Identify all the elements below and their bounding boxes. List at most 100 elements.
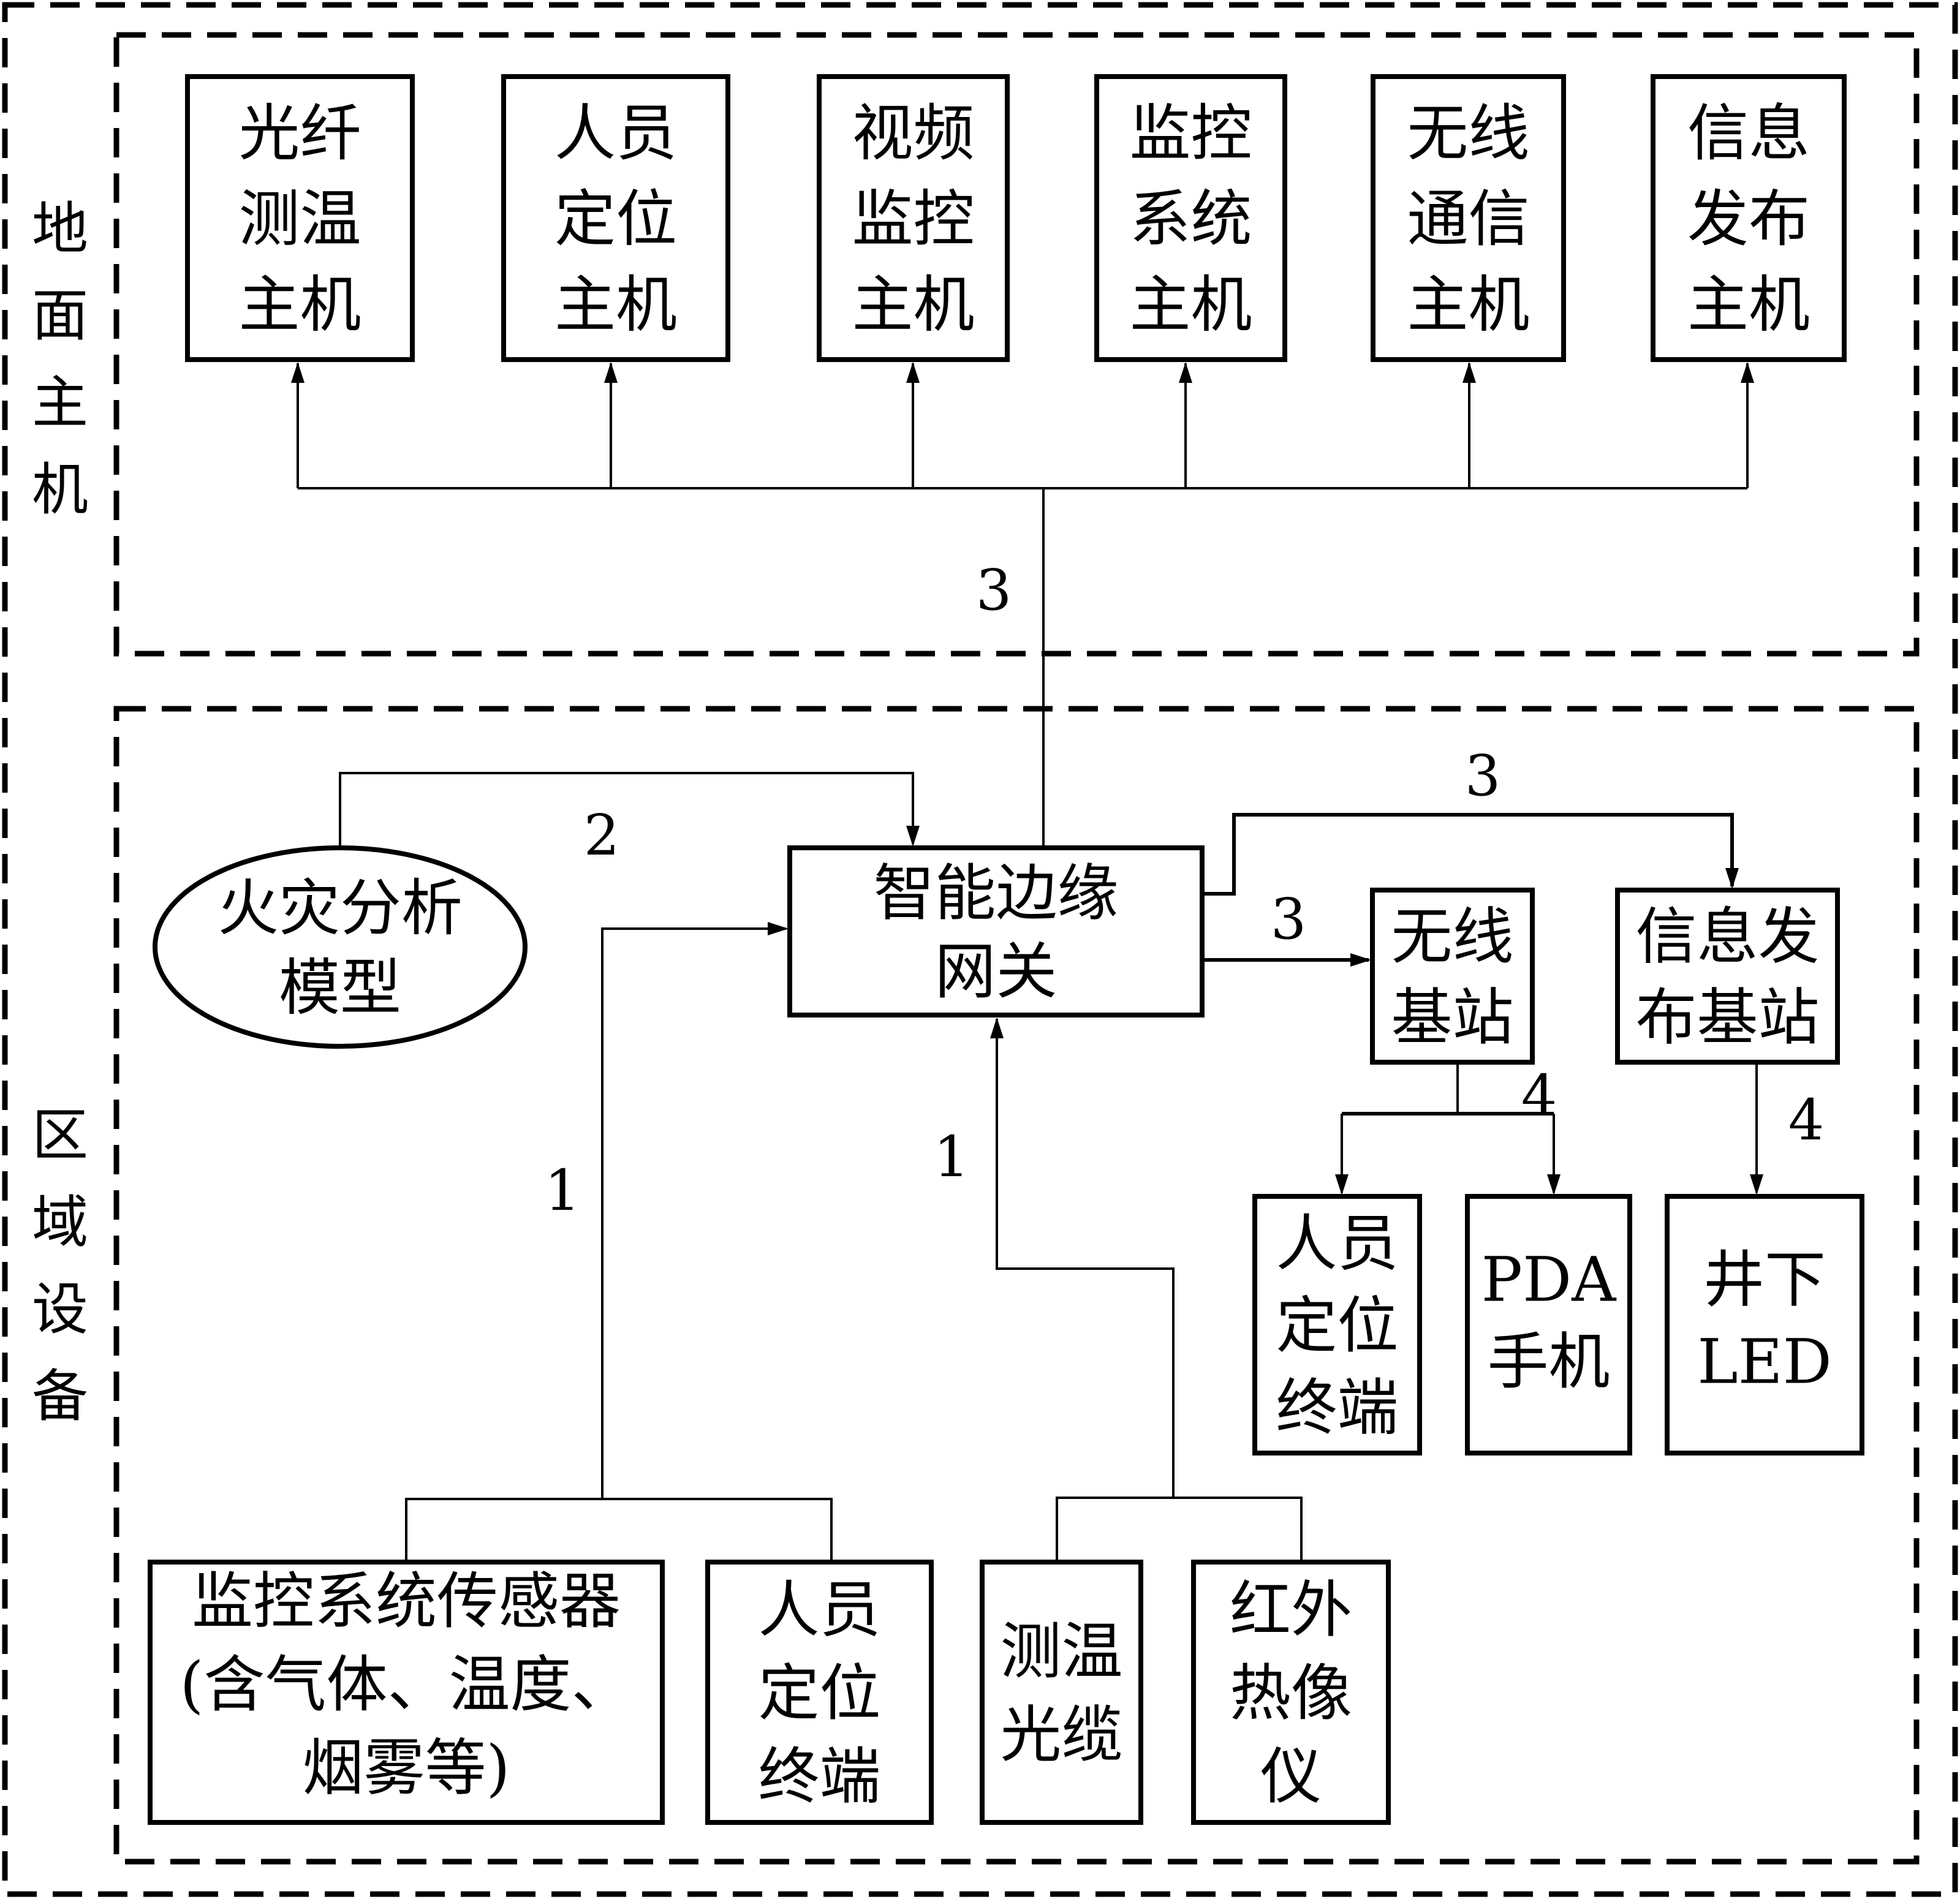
host-fiber-temp-host-label-line: 测温 [239,183,361,255]
nodes: 光纤测温主机人员定位主机视频监控主机监控系统主机无线通信主机信息发布主机火灾分析… [148,74,1864,1825]
arrow-up-icon [1462,362,1476,383]
sensor-infrared-camera-label-line: 热像 [1230,1658,1352,1729]
info-publishing-base-station-shape [1615,888,1840,1065]
terminal-pda-phone-label-line: 手机 [1488,1326,1610,1398]
terminal-underground-led-label-line: LED [1697,1326,1832,1398]
link-label-model-to-gateway: 2 [584,802,620,868]
sensor-temp-cable-shape [980,1560,1143,1825]
host-info-publishing-host-label-line: 发布 [1687,183,1810,255]
host-video-monitoring-host-label-line: 视频 [852,97,975,169]
sensor-temp-cable-label-line: 光缆 [1001,1699,1123,1771]
arrow-down-icon [906,826,920,847]
link-label-gateway-to-ground: 3 [976,557,1012,623]
intelligent-edge-gateway-label-line: 智能边缘 [874,858,1119,929]
sensor-infrared-camera-label-line: 红外 [1230,1574,1352,1646]
sensor-personnel-terminal-bottom-label-line: 定位 [759,1658,881,1729]
connectors [291,362,1763,1562]
host-video-monitoring-host-shape [817,74,1010,362]
arrow-up-icon [1179,362,1192,383]
region-label-char: 面 [32,283,88,349]
host-info-publishing-host-label-line: 信息 [1687,97,1810,169]
fire-analysis-model-label-line: 模型 [279,952,401,1024]
right-sensors-to-gateway [996,1019,1175,1498]
region-label-char: 域 [32,1190,88,1255]
host-personnel-positioning-host-shape [501,74,730,362]
model-to-gateway [339,772,914,848]
arrow-up-icon [604,362,618,383]
region-label-char: 区 [32,1103,88,1168]
host-personnel-positioning-host-label-line: 人员 [554,97,677,169]
host-personnel-positioning-host-label-line: 定位 [554,183,677,255]
arrow-down-icon [1725,868,1739,889]
right-sensor-join [1056,1497,1303,1562]
arrow-up-icon [906,362,920,383]
host-monitoring-system-host-label-line: 监控 [1130,97,1252,169]
info-publishing-base-station-label-line: 信息发 [1636,901,1820,973]
left-sensors-to-gateway [601,927,786,1499]
region-label-char: 地 [32,196,88,262]
arrow-right-icon [768,922,789,935]
sensor-infrared-camera-shape [1191,1560,1391,1825]
link-label-sensors-left: 1 [545,1158,581,1223]
area-devices-region [113,706,1920,1865]
region-label-char: 主 [32,370,88,436]
sensor-personnel-terminal-bottom-label-line: 人员 [759,1574,881,1646]
host-wireless-communication-host-shape [1371,74,1566,362]
terminal-pda-phone-shape [1465,1194,1632,1455]
link-label-gateway-to-wireless-base: 3 [1271,886,1307,952]
terminal-pda-phone-label-line: PDA [1481,1244,1617,1316]
ground-hosts-region [113,32,1920,657]
host-fiber-temp-host-label-line: 光纤 [239,97,361,169]
sensor-monitoring-sensors[interactable]: 监控系统传感器(含气体、温度、烟雾等) [148,1560,665,1825]
terminal-pda-phone[interactable]: PDA 手机 [1465,1194,1632,1455]
wireless-base-station-label-line: 基站 [1391,982,1514,1054]
intelligent-edge-gateway-shape [787,845,1205,1017]
arrow-right-icon [1350,953,1371,967]
sensor-temp-cable-label-line: 测温 [1001,1616,1123,1688]
terminal-personnel-terminal-label-line: 人员 [1276,1208,1399,1280]
terminal-personnel-terminal-shape [1252,1194,1422,1455]
sensor-monitoring-sensors-label-line: 监控系统传感器 [192,1566,621,1637]
region-label-char: 设 [32,1277,88,1342]
terminal-personnel-terminal-label-line: 终端 [1276,1372,1399,1444]
terminal-underground-led-shape [1665,1194,1864,1455]
host-fiber-temp-host-label-line: 主机 [239,269,361,341]
link-label-gateway-to-info-base: 3 [1465,743,1501,809]
arrow-up-icon [1741,362,1754,383]
wireless-base-station-label-line: 无线 [1391,901,1514,973]
sensor-monitoring-sensors-shape [148,1560,665,1825]
sensor-monitoring-sensors-label-line: (含气体、温度、 [180,1649,632,1721]
region-label-char: 备 [32,1364,88,1429]
sensor-personnel-terminal-bottom-label-line: 终端 [759,1741,881,1813]
sensor-infrared-camera-label-line: 仪 [1260,1741,1322,1813]
host-monitoring-system-host-label-line: 主机 [1130,269,1252,341]
host-wireless-communication-host-label-line: 主机 [1407,269,1530,341]
left-sensor-join [405,1498,833,1562]
arrow-down-icon [1750,1174,1763,1195]
fire-analysis-model-shape [153,845,528,1049]
host-video-monitoring-host-label-line: 监控 [852,183,975,255]
fire-analysis-model-label-line: 火灾分析 [218,872,463,944]
region-label-char: 机 [32,457,88,523]
host-monitoring-system-host-shape [1094,74,1287,362]
host-video-monitoring-host-label-line: 主机 [852,269,975,341]
terminal-personnel-terminal-label-line: 定位 [1276,1290,1399,1362]
